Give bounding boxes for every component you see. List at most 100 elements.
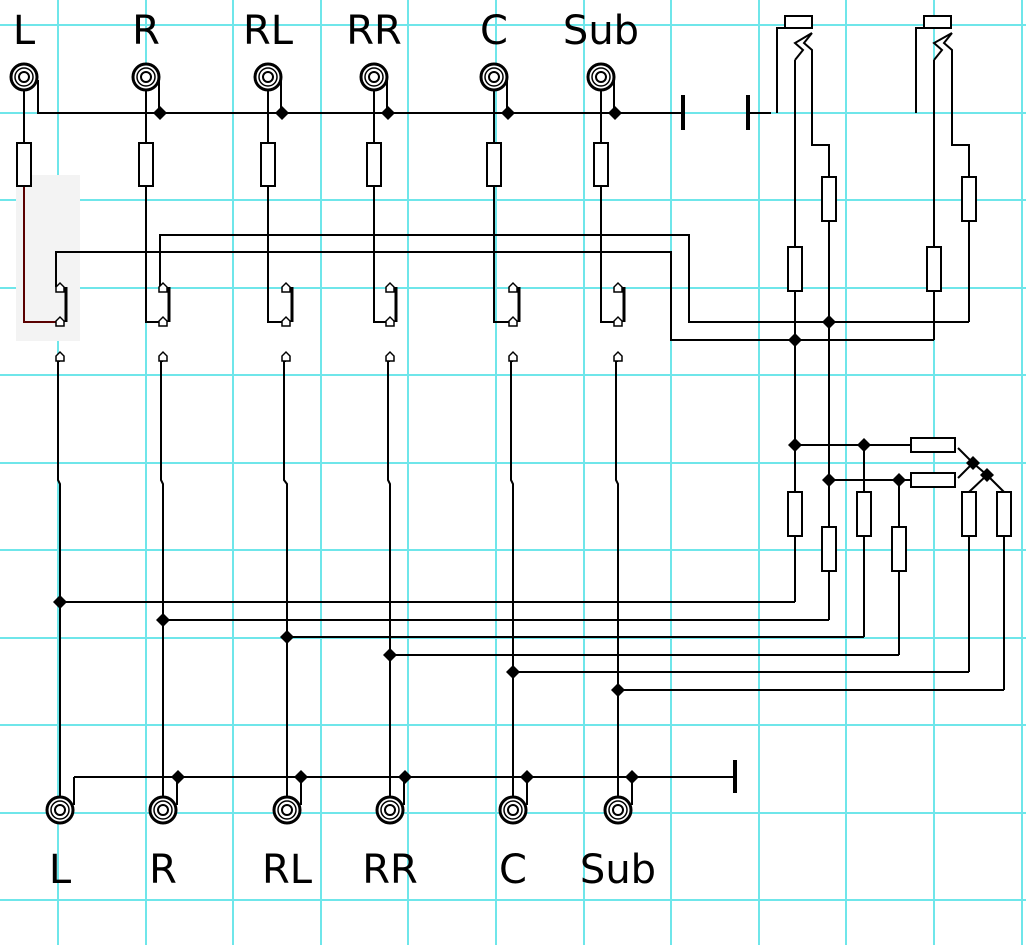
- junction-dot: [980, 468, 994, 482]
- resistor: [926, 246, 942, 292]
- resistor: [910, 472, 956, 488]
- jack-ring: [484, 67, 504, 87]
- input-label-sub: Sub: [563, 8, 639, 54]
- resistor: [821, 176, 837, 222]
- wire: [55, 251, 934, 341]
- output-label-c: C: [499, 847, 527, 893]
- jack-pin: [262, 71, 274, 83]
- resistor: [138, 142, 154, 187]
- junction-dot: [788, 438, 802, 452]
- resistor: [910, 437, 956, 453]
- junction-dot: [625, 770, 639, 784]
- resistor: [787, 491, 803, 537]
- jack-ring: [277, 800, 297, 820]
- jack-ring: [50, 800, 70, 820]
- switch-contact: [508, 315, 518, 327]
- jack-ring: [136, 67, 156, 87]
- jack-pin: [157, 804, 169, 816]
- wire: [793, 32, 813, 61]
- jack-ring: [591, 67, 611, 87]
- jack-pin: [488, 71, 500, 83]
- resistor: [961, 176, 977, 222]
- wire: [493, 186, 513, 323]
- wire: [23, 186, 60, 323]
- junction-dot: [153, 106, 167, 120]
- jack-ring: [153, 800, 173, 820]
- switch-contact: [613, 350, 623, 362]
- wire: [145, 186, 163, 323]
- wire: [932, 32, 953, 61]
- wire: [267, 186, 286, 323]
- resistor: [16, 142, 32, 187]
- junction-dot: [381, 106, 395, 120]
- switch-contact: [55, 315, 65, 327]
- junction-dot: [156, 613, 170, 627]
- wire: [373, 186, 390, 323]
- selection-highlight: [16, 175, 80, 341]
- input-label-r: R: [132, 8, 160, 54]
- switch-contact: [158, 350, 168, 362]
- junction-dot: [398, 770, 412, 784]
- resistor: [486, 142, 502, 187]
- jack-pin: [384, 804, 396, 816]
- jack-ring: [380, 800, 400, 820]
- input-label-rr: RR: [346, 8, 402, 54]
- junction-dot: [506, 665, 520, 679]
- wire: [615, 360, 619, 797]
- wires: [23, 27, 1005, 805]
- jack-pin: [507, 804, 519, 816]
- switch-contact: [385, 281, 395, 293]
- fuse-box: [923, 15, 952, 29]
- junction-dot: [383, 648, 397, 662]
- wire: [942, 32, 970, 177]
- junction-dot: [275, 106, 289, 120]
- junction-dot: [53, 595, 67, 609]
- jack-pin: [54, 804, 66, 816]
- output-label-l: L: [49, 847, 72, 893]
- switch-contact: [281, 315, 291, 327]
- junction-dot: [520, 770, 534, 784]
- wire: [600, 186, 618, 323]
- jack-pin: [595, 71, 607, 83]
- output-label-rl: RL: [262, 847, 313, 893]
- junction-dot: [294, 770, 308, 784]
- switch-contact: [385, 315, 395, 327]
- wire: [510, 360, 514, 797]
- junction-dot: [501, 106, 515, 120]
- wire: [387, 360, 391, 797]
- resistor: [891, 526, 907, 572]
- switch-contact: [613, 281, 623, 293]
- switch-contact: [281, 281, 291, 293]
- switch-contact: [508, 350, 518, 362]
- switch-contact: [158, 315, 168, 327]
- switch-contact: [55, 281, 65, 293]
- resistor: [366, 142, 382, 187]
- junction-dot: [822, 315, 836, 329]
- fuse-box: [784, 15, 813, 29]
- output-label-r: R: [149, 847, 177, 893]
- wire: [160, 360, 164, 797]
- switch-contact: [613, 315, 623, 327]
- input-label-l: L: [13, 8, 36, 54]
- junction-dot: [857, 438, 871, 452]
- jack-ring: [14, 67, 34, 87]
- output-labels: L R RL RR C Sub: [49, 847, 656, 893]
- components: [9, 15, 1012, 825]
- junction-dot: [608, 106, 622, 120]
- jack-pin: [612, 804, 624, 816]
- input-label-c: C: [480, 8, 508, 54]
- wire: [159, 234, 969, 323]
- junction-dot: [822, 473, 836, 487]
- junction-dot: [171, 770, 185, 784]
- wire: [802, 32, 830, 177]
- resistor: [996, 491, 1012, 537]
- switch-contact: [55, 350, 65, 362]
- output-label-rr: RR: [362, 847, 418, 893]
- input-labels: L R RL RR C Sub: [13, 8, 639, 54]
- jack-pin: [18, 71, 30, 83]
- wire: [37, 80, 683, 114]
- resistor: [821, 526, 837, 572]
- jack-ring: [608, 800, 628, 820]
- wire: [283, 360, 288, 797]
